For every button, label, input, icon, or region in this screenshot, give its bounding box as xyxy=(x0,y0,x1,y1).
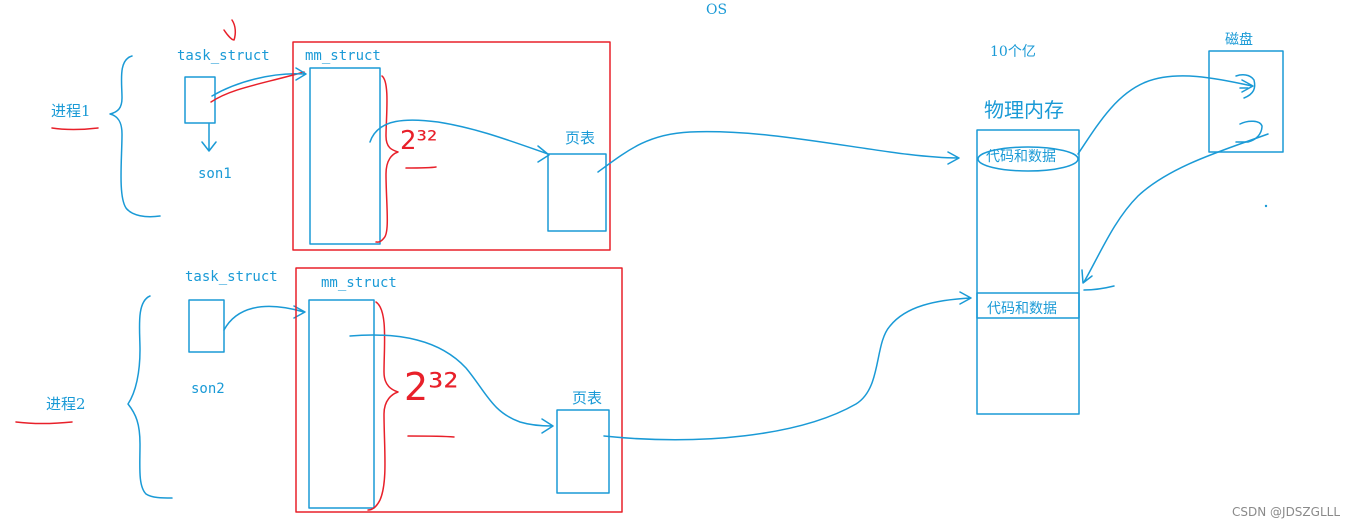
memory-segment2-label: 代码和数据 xyxy=(987,301,1057,317)
process2-page-table-label: 页表 xyxy=(572,389,603,407)
process2-mm-struct-label: mm_struct xyxy=(321,275,397,291)
memory-segment1-ellipse xyxy=(977,146,1079,172)
disk-box xyxy=(1208,50,1284,153)
process2-mm-struct-box xyxy=(308,299,375,509)
process2-pointer xyxy=(223,305,306,331)
process2-size-brace xyxy=(367,301,399,511)
watermark: CSDN @JDSZGLLL xyxy=(1232,505,1340,519)
disk-item-bottom xyxy=(1235,120,1263,143)
process1-size-underline xyxy=(405,166,437,169)
memory-segment2-tail xyxy=(1083,285,1115,291)
process1-task-struct-box xyxy=(184,76,216,124)
process2-container-box xyxy=(295,267,623,513)
process2-label-underline xyxy=(15,421,73,425)
process1-mm-struct-label: mm_struct xyxy=(305,48,381,64)
process1-label: 进程1 xyxy=(51,102,91,120)
disk-title: 磁盘 xyxy=(1225,32,1253,48)
process2-mm-to-pagetable-arrow xyxy=(349,334,554,434)
memory-segment1-label: 代码和数据 xyxy=(986,149,1056,165)
process2-task-struct-label: task_struct xyxy=(185,269,278,285)
memory-to-disk-arrow xyxy=(1077,75,1254,155)
physical-memory-box xyxy=(976,129,1080,415)
process2-label: 进程2 xyxy=(46,395,86,413)
process1-address-space-size: 2³² xyxy=(400,126,438,156)
process1-mm-struct-box xyxy=(309,67,381,245)
process1-pointer-blue xyxy=(211,67,307,97)
process1-son-arrow xyxy=(201,123,217,152)
process1-task-struct-label: task_struct xyxy=(177,48,270,64)
disk-item-top xyxy=(1235,74,1256,99)
process2-address-space-size: 2³² xyxy=(404,365,459,409)
disk-to-memory-arrow xyxy=(1081,133,1269,284)
process1-page-table-label: 页表 xyxy=(565,129,596,147)
stray-dot xyxy=(1264,204,1268,208)
process1-son-label: son1 xyxy=(198,166,232,182)
process1-brace xyxy=(109,55,161,218)
memory-segment2-box xyxy=(976,292,1080,319)
process2-page-table-box xyxy=(556,409,610,494)
process2-size-underline xyxy=(407,435,455,438)
process1-size-brace xyxy=(375,75,399,243)
memory-count-label: 10个亿 xyxy=(990,44,1036,60)
process2-task-struct-box xyxy=(188,299,225,353)
process2-brace xyxy=(127,295,173,499)
process1-label-underline xyxy=(51,127,99,131)
pagetable1-to-memory-arrow xyxy=(597,130,960,173)
physical-memory-title: 物理内存 xyxy=(984,98,1064,122)
process1-tick-mark xyxy=(223,19,237,41)
process1-container-box xyxy=(292,41,611,251)
os-label: OS xyxy=(706,2,728,18)
process1-page-table-box xyxy=(547,153,607,232)
process1-pointer-red xyxy=(210,71,305,103)
pagetable2-to-memory-arrow xyxy=(603,291,972,441)
process2-son-label: son2 xyxy=(191,381,225,397)
process1-mm-to-pagetable-arrow xyxy=(369,119,550,163)
